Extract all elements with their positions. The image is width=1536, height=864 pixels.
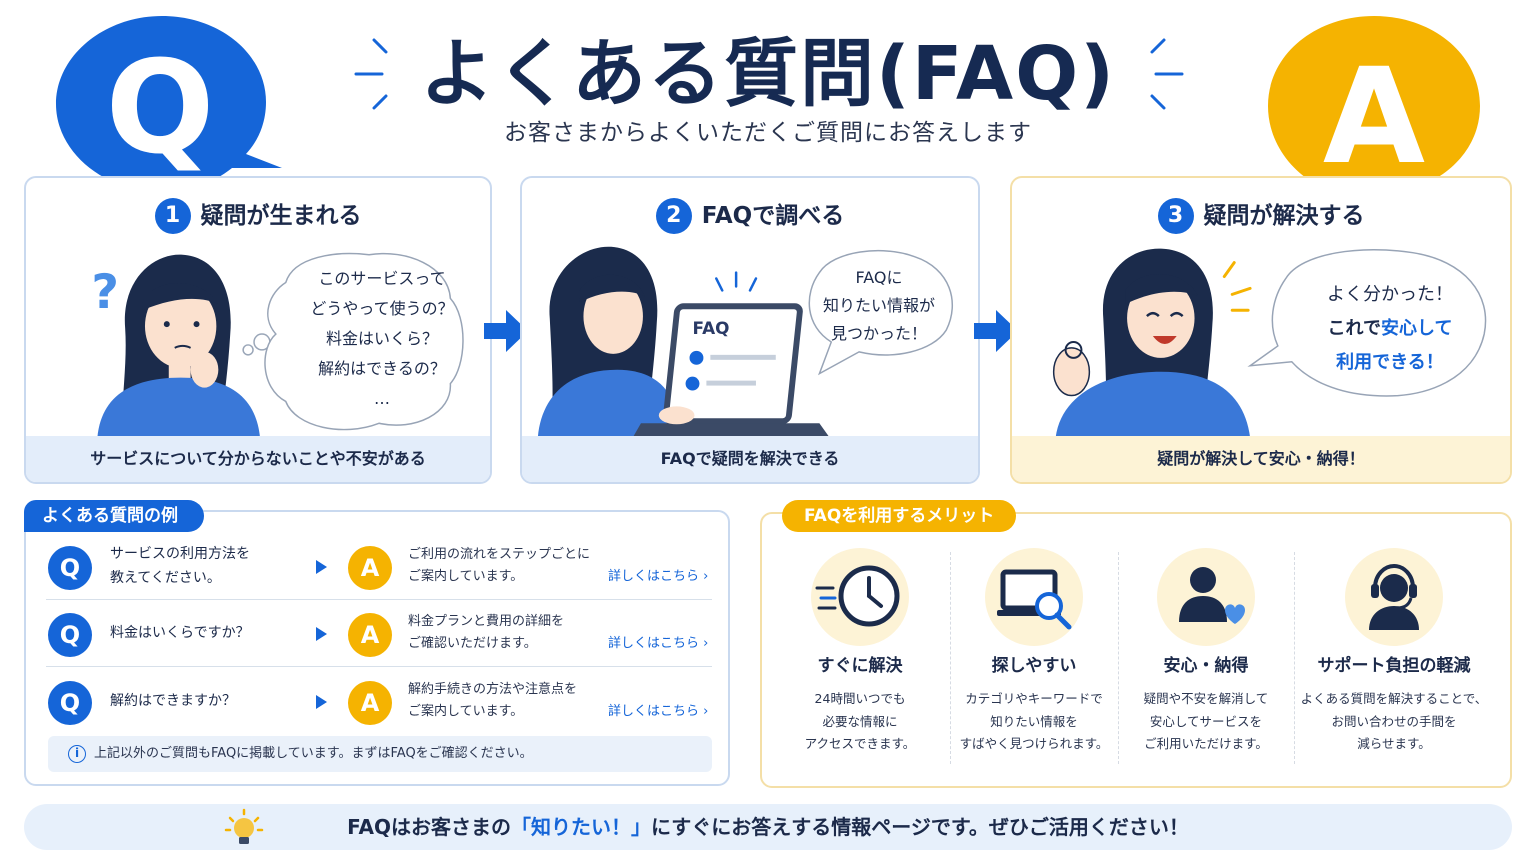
- faq-item[interactable]: Q サービスの利用方法を教えてください。 A ご利用の流れをステップごとにご案内…: [46, 534, 712, 600]
- merit-item: すぐに解決 24時間いつでも必要な情報にアクセスできます。: [772, 548, 948, 768]
- divider: [1118, 552, 1119, 764]
- divider: [950, 552, 951, 764]
- details-link[interactable]: 詳しくはこちら ›: [608, 569, 709, 584]
- q-badge-icon: Q: [48, 613, 92, 657]
- a-bubble-icon: A: [1268, 16, 1480, 206]
- faq-question: 解約はできますか？: [110, 693, 236, 709]
- a-badge-icon: A: [348, 546, 392, 590]
- question-mark-icon: ?: [91, 265, 119, 320]
- headset-icon: [1345, 548, 1443, 646]
- step-1-panel: 1 疑問が生まれる ? このサービスって どうやって使うの？ 料金はいくら？ 解約…: [24, 176, 492, 484]
- thought-bubble: このサービスって どうやって使うの？ 料金はいくら？ 解約はできるの？ …: [310, 269, 454, 408]
- triangle-right-icon: [316, 560, 327, 574]
- bottom-banner: FAQはお客さまの「知りたい！」にすぐにお答えする情報ページです。ぜひご活用くだ…: [24, 804, 1512, 850]
- confused-woman-illustration: ?: [91, 252, 464, 438]
- clock-icon: [811, 548, 909, 646]
- page-title: よくある質問(FAQ): [420, 31, 1116, 117]
- step-1-footer: サービスについて分からないことや不安がある: [26, 436, 490, 482]
- details-link[interactable]: 詳しくはこちら ›: [608, 636, 709, 651]
- q-bubble-icon: Q: [56, 16, 282, 192]
- faq-question: サービスの利用方法を教えてください。: [110, 546, 250, 586]
- merit-item: 安心・納得 疑問や不安を解消して安心してサービスをご利用いただけます。: [1120, 548, 1292, 768]
- q-letter: Q: [106, 34, 215, 183]
- step-3-footer: 疑問が解決して安心・納得！: [1012, 436, 1510, 482]
- sparkle-right-icon: [1150, 38, 1184, 110]
- step-2-footer: FAQで疑問を解決できる: [522, 436, 978, 482]
- faq-item[interactable]: Q 解約はできますか？ A 解約手続きの方法や注意点をご案内しています。 詳しく…: [46, 669, 712, 735]
- page-header: よくある質問(FAQ) お客さまからよくいただくご質問にお答えします: [300, 20, 1236, 160]
- info-icon: i: [68, 745, 86, 763]
- faq-answer: ご利用の流れをステップごとにご案内しています。: [408, 547, 591, 584]
- step-number: 3: [1157, 198, 1194, 234]
- a-badge-icon: A: [348, 681, 392, 725]
- laptop-screen-faq-label: FAQ: [693, 318, 730, 338]
- faq-answer: 解約手続きの方法や注意点をご案内しています。: [408, 682, 578, 719]
- speech-bubble: FAQに 知りたい情報が 見つかった！: [822, 268, 935, 343]
- step-3-panel: 3 疑問が解決する よく分かった！ これで安心して 利用できる！ 疑問が解決して安…: [1010, 176, 1512, 484]
- divider: [1294, 552, 1295, 764]
- faq-examples-label: よくある質問の例: [24, 500, 204, 532]
- faq-item[interactable]: Q 料金はいくらですか？ A 料金プランと費用の詳細をご確認いただけます。 詳し…: [46, 601, 712, 667]
- a-letter: A: [1323, 40, 1425, 194]
- triangle-right-icon: [316, 627, 327, 641]
- q-badge-icon: Q: [48, 681, 92, 725]
- details-link[interactable]: 詳しくはこちら ›: [608, 704, 709, 719]
- arrow-right-icon: [974, 310, 1018, 352]
- step-1-heading: 1 疑問が生まれる: [26, 198, 490, 234]
- laptop-search-icon: [985, 548, 1083, 646]
- step-title: FAQで調べる: [701, 203, 845, 229]
- page-subtitle: お客さまからよくいただくご質問にお答えします: [504, 120, 1032, 146]
- step-number: 2: [655, 198, 692, 234]
- q-badge-icon: Q: [48, 546, 92, 590]
- step-2-panel: 2 FAQで調べる FAQ FAQに 知りたい情報が 見つかった！ FAQで疑問を…: [520, 176, 980, 484]
- woman-laptop-illustration: FAQ: [537, 246, 954, 438]
- arrow-right-icon: [484, 310, 528, 352]
- step-title: 疑問が解決する: [1203, 203, 1365, 229]
- step-3-heading: 3 疑問が解決する: [1012, 198, 1510, 234]
- sparkle-left-icon: [354, 38, 388, 110]
- faq-question: 料金はいくらですか？: [110, 625, 250, 641]
- happy-woman-illustration: [1052, 248, 1487, 438]
- merit-item: 探しやすい カテゴリやキーワードで知りたい情報をすばやく見つけられます。: [952, 548, 1116, 768]
- merit-item: サポート負担の軽減 よくある質問を解決することで、お問い合わせの手間を減らせます…: [1296, 548, 1492, 768]
- person-heart-icon: [1157, 548, 1255, 646]
- a-badge-icon: A: [348, 613, 392, 657]
- merits-label: FAQを利用するメリット: [782, 500, 1017, 532]
- speech-bubble: よく分かった！ これで安心して 利用できる！: [1327, 284, 1453, 373]
- faq-note: i 上記以外のご質問もFAQに掲載しています。まずはFAQをご確認ください。: [48, 736, 712, 772]
- faq-answer: 料金プランと費用の詳細をご確認いただけます。: [408, 614, 565, 651]
- lightbulb-icon: [224, 808, 264, 844]
- triangle-right-icon: [316, 695, 327, 709]
- step-title: 疑問が生まれる: [200, 203, 362, 229]
- step-2-heading: 2 FAQで調べる: [522, 198, 978, 234]
- step-number: 1: [154, 198, 191, 234]
